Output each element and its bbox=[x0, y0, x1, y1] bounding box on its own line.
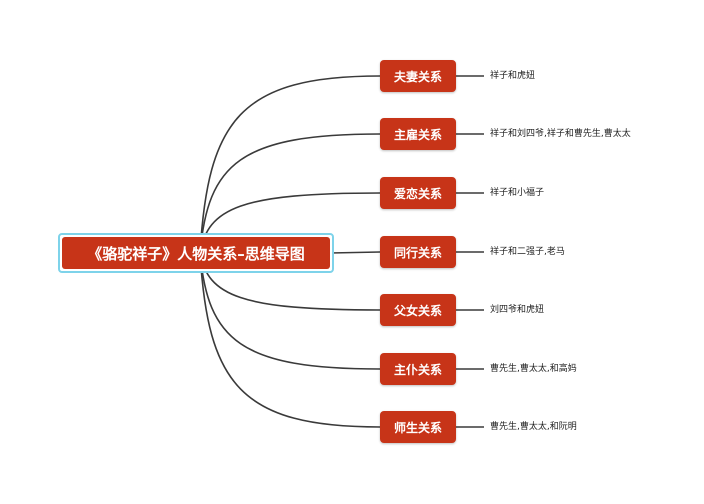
connector-root-branch-6 bbox=[199, 252, 381, 428]
connector-root-branch-5 bbox=[199, 252, 381, 370]
branch-node-father-daughter[interactable]: 父女关系 bbox=[380, 294, 456, 326]
root-node[interactable]: 《骆驼祥子》人物关系–思维导图 bbox=[62, 237, 330, 269]
connector-root-branch-3 bbox=[329, 251, 381, 254]
leaf-text-peer: 祥子和二强子,老马 bbox=[490, 247, 565, 257]
branch-node-employer[interactable]: 主雇关系 bbox=[380, 118, 456, 150]
connector-root-branch-0 bbox=[199, 75, 381, 254]
branch-node-romance[interactable]: 爱恋关系 bbox=[380, 177, 456, 209]
branch-node-peer[interactable]: 同行关系 bbox=[380, 236, 456, 268]
leaf-text-couple: 祥子和虎妞 bbox=[490, 71, 536, 81]
leaf-text-father-daughter: 刘四爷和虎妞 bbox=[490, 305, 545, 315]
branch-node-master-servant[interactable]: 主仆关系 bbox=[380, 353, 456, 385]
branch-node-teacher-student[interactable]: 师生关系 bbox=[380, 411, 456, 443]
leaf-text-employer: 祥子和刘四爷,祥子和曹先生,曹太太 bbox=[490, 129, 631, 139]
connector-root-branch-1 bbox=[199, 133, 381, 254]
branch-node-couple[interactable]: 夫妻关系 bbox=[380, 60, 456, 92]
leaf-text-master-servant: 曹先生,曹太太,和高妈 bbox=[490, 364, 577, 374]
leaf-text-teacher-student: 曹先生,曹太太,和阮明 bbox=[490, 422, 577, 432]
leaf-text-romance: 祥子和小福子 bbox=[490, 188, 545, 198]
